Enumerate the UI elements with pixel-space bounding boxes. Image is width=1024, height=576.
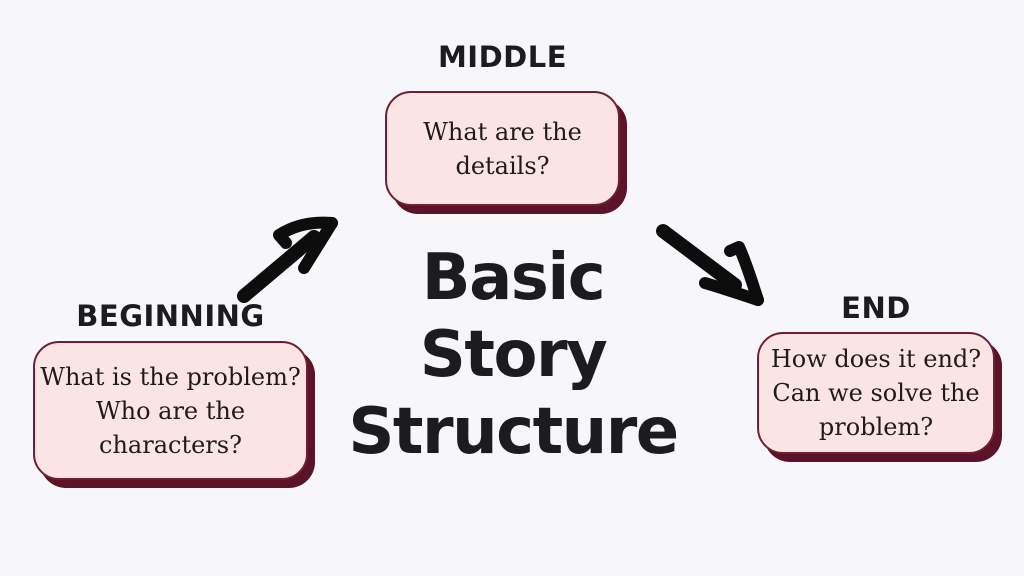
node-beginning-text-line: characters? (99, 430, 242, 459)
node-middle-box: What are the details? (385, 91, 620, 206)
node-end-text-line: problem? (818, 413, 934, 441)
page-title-line: Basic (421, 241, 606, 315)
label-end: END (841, 291, 911, 325)
node-beginning-text-line: What is the problem? (40, 362, 301, 391)
page-title: Basic Story Structure (340, 240, 686, 471)
page-title-line: Story (419, 318, 608, 392)
node-end-text-line: Can we solve the (772, 379, 980, 407)
node-end-text-line: How does it end? (770, 345, 982, 373)
node-beginning-box: What is the problem? Who are the charact… (33, 341, 308, 480)
label-beginning: BEGINNING (76, 299, 265, 333)
node-beginning-text-line: Who are the (95, 396, 246, 425)
node-middle-text-line: details? (455, 151, 550, 180)
node-middle-text-line: What are the (423, 117, 582, 146)
arrow-beginning-to-middle-icon (237, 216, 338, 303)
page-title-line: Structure (348, 395, 679, 469)
node-end-box: How does it end? Can we solve the proble… (757, 332, 995, 454)
label-middle: MIDDLE (437, 40, 568, 74)
